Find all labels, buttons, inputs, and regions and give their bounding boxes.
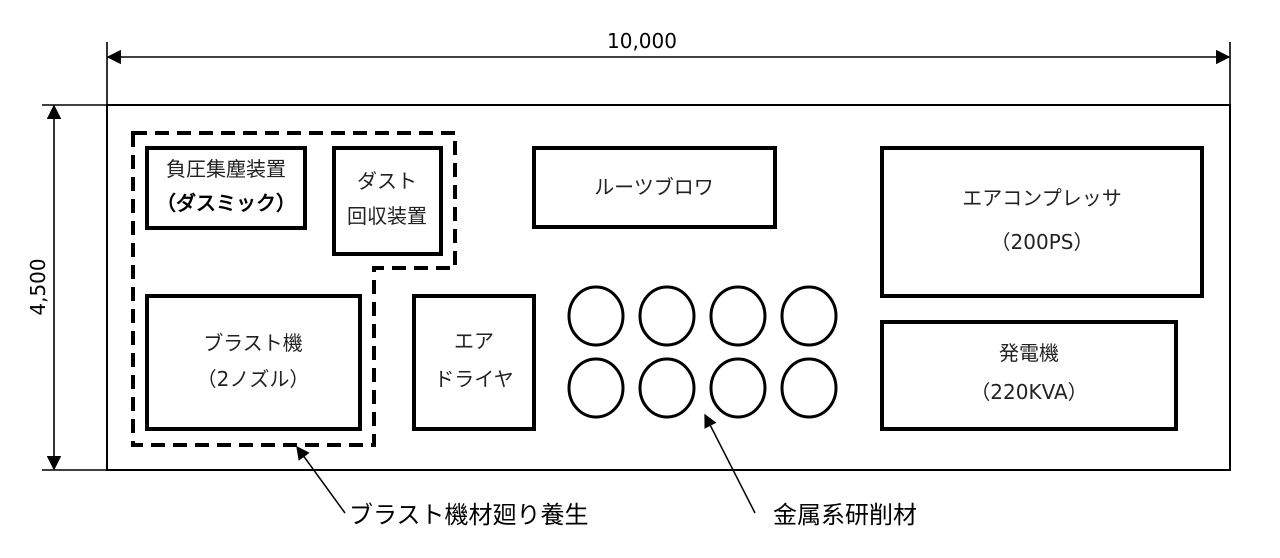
blast-machine-label-1: ブラスト機 — [203, 331, 303, 355]
air-dryer-label-1: エア — [454, 329, 494, 353]
generator: 発電機 （220KVA） — [880, 320, 1178, 431]
generator-label-2: （220KVA） — [970, 380, 1087, 404]
abrasive-bag — [638, 285, 696, 347]
curing-boundary — [131, 131, 457, 447]
blast-machine-label-2: （2ノズル） — [197, 367, 310, 391]
abrasive-bag — [780, 357, 838, 419]
dust-collector-label-1: 負圧集塵装置 — [166, 157, 286, 181]
curing-leader-line — [296, 445, 346, 514]
height-dimension: 4,500 — [26, 104, 106, 471]
abrasive-bag — [709, 285, 767, 347]
width-dimension-label: 10,000 — [607, 29, 677, 53]
air-dryer: エア ドライヤ — [412, 294, 536, 431]
abrasive-leader-line — [704, 413, 756, 514]
roots-blower-box — [532, 146, 777, 229]
dust-collector: 負圧集塵装置 （ダスミック） — [145, 146, 307, 230]
dust-recovery-unit: ダスト 回収装置 — [332, 146, 443, 256]
dust-collector-box — [145, 146, 307, 230]
generator-box — [880, 320, 1178, 431]
curing-callout-label: ブラスト機材廻り養生 — [349, 501, 589, 529]
dust-recovery-label-2: 回収装置 — [347, 204, 427, 228]
blast-machine-box — [145, 294, 362, 431]
abrasive-bag — [780, 285, 838, 347]
roots-blower-label: ルーツブロワ — [594, 175, 714, 199]
abrasive-bag — [567, 285, 625, 347]
air-compressor: エアコンプレッサ （200PS） — [880, 146, 1204, 298]
air-compressor-label-2: （200PS） — [991, 230, 1094, 254]
air-dryer-box — [412, 294, 536, 431]
dust-recovery-label-1: ダスト — [357, 169, 417, 193]
dust-recovery-box — [332, 146, 443, 256]
abrasive-bag-group — [567, 285, 838, 419]
abrasive-bag — [567, 357, 625, 419]
dust-collector-label-2: （ダスミック） — [156, 191, 296, 215]
generator-label-1: 発電機 — [999, 341, 1059, 365]
air-compressor-label-1: エアコンプレッサ — [962, 186, 1121, 210]
air-compressor-box — [880, 146, 1204, 298]
width-dimension: 10,000 — [106, 29, 1231, 104]
blast-machine: ブラスト機 （2ノズル） — [145, 294, 362, 431]
height-dimension-label: 4,500 — [26, 258, 50, 315]
abrasive-bag — [709, 357, 767, 419]
roots-blower: ルーツブロワ — [532, 146, 777, 229]
abrasive-bag — [638, 357, 696, 419]
abrasive-callout-label: 金属系研削材 — [773, 501, 917, 529]
air-dryer-label-2: ドライヤ — [434, 367, 513, 391]
